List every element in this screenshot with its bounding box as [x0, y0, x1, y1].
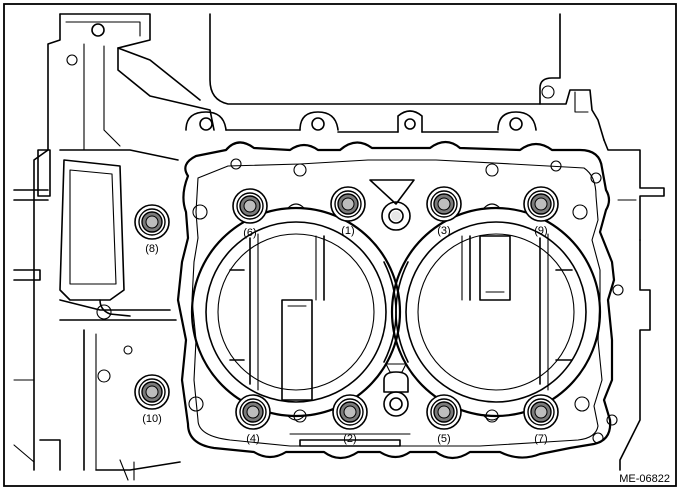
bolt-number-label: (2) [343, 433, 356, 445]
bolt-number-label: (4) [246, 433, 259, 445]
crankcase-internals-right [461, 233, 573, 391]
bolt-number-label: (10) [142, 413, 162, 425]
crankcase-internals-left [229, 233, 325, 401]
head-bolt-6: (6) [232, 188, 268, 239]
bolt-socket [437, 197, 451, 211]
bolt-socket [145, 385, 159, 399]
head-bolt-2: (2) [332, 394, 368, 445]
head-bolt-3: (3) [426, 186, 462, 237]
bolt-socket [145, 215, 159, 229]
figure-code: ME-06822 [619, 473, 670, 485]
bolt-number-label: (8) [145, 243, 158, 255]
head-bolts: (1) (2) (3) (4) (5) (6) (7) (8) (9) (10) [134, 186, 559, 445]
bolt-number-label: (5) [437, 433, 450, 445]
bolt-socket [243, 199, 257, 213]
bolt-socket [246, 405, 260, 419]
head-bolt-1: (1) [330, 186, 366, 237]
head-bolt-4: (4) [235, 394, 271, 445]
bolt-number-label: (6) [243, 227, 256, 239]
bolt-number-label: (7) [534, 433, 547, 445]
head-bolt-9: (9) [523, 186, 559, 237]
bolt-socket [437, 405, 451, 419]
bolt-number-label: (3) [437, 225, 450, 237]
bolt-socket [343, 405, 357, 419]
head-bolt-5: (5) [426, 394, 462, 445]
cylinder-bore-right [390, 206, 602, 418]
cylinder-bore-left [190, 206, 402, 418]
bolt-number-label: (9) [534, 225, 547, 237]
head-bolt-10: (10) [134, 374, 170, 425]
bolt-socket [534, 405, 548, 419]
bolt-socket [341, 197, 355, 211]
head-bolt-7: (7) [523, 394, 559, 445]
engine-block-outline [13, 13, 665, 481]
bolt-number-label: (1) [341, 225, 354, 237]
bolt-socket [534, 197, 548, 211]
head-bolt-8: (8) [134, 204, 170, 255]
cylinder-head-deck [176, 140, 616, 460]
figure-border [3, 3, 677, 487]
